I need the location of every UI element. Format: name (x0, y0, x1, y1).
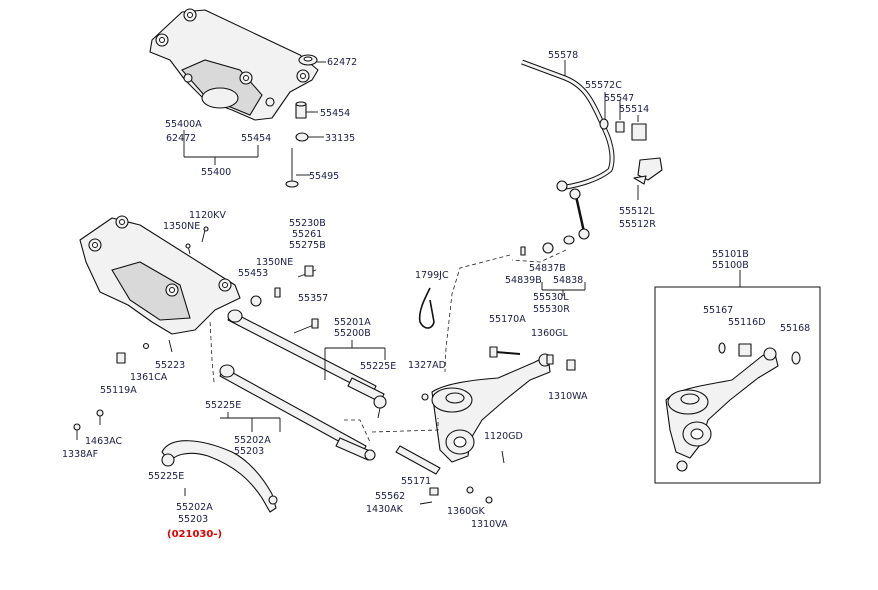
lower-arm-55170a[interactable] (431, 353, 552, 463)
label-62472[interactable]: 62472 (327, 57, 357, 68)
label-1120kv[interactable]: 1120KV (189, 210, 226, 221)
crossmember-lower[interactable] (79, 215, 241, 335)
label-1799jc[interactable]: 1799JC (415, 270, 449, 281)
label-55512l[interactable]: 55512L (619, 206, 655, 217)
clip-1799jc[interactable] (418, 287, 435, 329)
label-1310wa[interactable]: 1310WA (548, 391, 588, 402)
small-hardware-left[interactable] (73, 226, 319, 440)
label-55223[interactable]: 55223 (155, 360, 185, 371)
arm-55202a-lower[interactable] (161, 440, 278, 513)
bushing-62472[interactable] (298, 54, 318, 66)
label-54838[interactable]: 54838 (553, 275, 583, 286)
label-54837b[interactable]: 54837B (529, 263, 566, 274)
label-62472-b[interactable]: 62472 (166, 133, 196, 144)
bolt-55495[interactable] (285, 148, 299, 188)
label-55562[interactable]: 55562 (375, 491, 405, 502)
label-55578[interactable]: 55578 (548, 50, 578, 61)
label-55530r[interactable]: 55530R (533, 304, 570, 315)
label-55167[interactable]: 55167 (703, 305, 733, 316)
label-1310va[interactable]: 1310VA (471, 519, 508, 530)
part-labels: 62472 55454 33135 55400A 62472 55454 554… (62, 50, 810, 540)
label-55454[interactable]: 55454 (320, 108, 350, 119)
label-1360gl[interactable]: 1360GL (531, 328, 569, 339)
stabilizer-hardware[interactable] (599, 118, 663, 185)
label-1350ne[interactable]: 1350NE (163, 221, 200, 232)
label-55202a-b[interactable]: 55202A (176, 502, 213, 513)
label-55400a[interactable]: 55400A (165, 119, 202, 130)
label-1463ac[interactable]: 1463AC (85, 436, 123, 447)
arm-55202a-upper[interactable] (219, 364, 376, 461)
label-33135[interactable]: 33135 (325, 133, 355, 144)
label-55119a[interactable]: 55119A (100, 385, 137, 396)
label-1338af[interactable]: 1338AF (62, 449, 98, 460)
label-55101b[interactable]: 55101B (712, 249, 749, 260)
label-55171[interactable]: 55171 (401, 476, 431, 487)
label-1350ne-b[interactable]: 1350NE (256, 257, 293, 268)
label-55400[interactable]: 55400 (201, 167, 231, 178)
label-55203[interactable]: 55203 (234, 446, 264, 457)
label-55202a[interactable]: 55202A (234, 435, 271, 446)
crossmember-upper[interactable] (149, 8, 319, 121)
label-55225e-c[interactable]: 55225E (148, 471, 184, 482)
detail-box (654, 286, 821, 484)
label-55495[interactable]: 55495 (309, 171, 339, 182)
label-55230b[interactable]: 55230B (289, 218, 326, 229)
label-55225e-b[interactable]: 55225E (205, 400, 241, 411)
label-55275b[interactable]: 55275B (289, 240, 326, 251)
label-55512r[interactable]: 55512R (619, 219, 656, 230)
label-1430ak[interactable]: 1430AK (366, 504, 404, 515)
label-1120gd[interactable]: 1120GD (484, 431, 523, 442)
leader-lines (183, 60, 741, 496)
label-55168[interactable]: 55168 (780, 323, 810, 334)
hardware-center[interactable] (395, 354, 576, 505)
dashed-reference-lines (209, 249, 567, 443)
label-55572c[interactable]: 55572C (585, 80, 622, 91)
label-55514[interactable]: 55514 (619, 104, 649, 115)
bushing-55454[interactable] (295, 101, 307, 119)
label-55261[interactable]: 55261 (292, 229, 322, 240)
nut-33135[interactable] (295, 132, 309, 142)
label-55100b[interactable]: 55100B (712, 260, 749, 271)
stabilizer-bar-55578[interactable] (521, 59, 615, 192)
label-55547[interactable]: 55547 (604, 93, 634, 104)
label-1327ad[interactable]: 1327AD (408, 360, 446, 371)
label-55454-b[interactable]: 55454 (241, 133, 271, 144)
label-55453[interactable]: 55453 (238, 268, 268, 279)
arm-55201a[interactable] (227, 309, 387, 419)
label-1361ca[interactable]: 1361CA (130, 372, 168, 383)
label-55201a[interactable]: 55201A (334, 317, 371, 328)
label-date-range: (021030-) (167, 529, 222, 540)
lower-arm-55101b[interactable] (665, 342, 801, 472)
label-55225e[interactable]: 55225E (360, 361, 396, 372)
label-55357[interactable]: 55357 (298, 293, 328, 304)
bolt-55170a[interactable] (489, 346, 521, 358)
stabilizer-link-55530[interactable] (520, 188, 590, 256)
label-55530l[interactable]: 55530L (533, 292, 569, 303)
label-55203-b[interactable]: 55203 (178, 514, 208, 525)
label-55170a[interactable]: 55170A (489, 314, 526, 325)
label-1360gk[interactable]: 1360GK (447, 506, 486, 517)
label-55200b[interactable]: 55200B (334, 328, 371, 339)
label-55116d[interactable]: 55116D (728, 317, 766, 328)
label-54839b[interactable]: 54839B (505, 275, 542, 286)
